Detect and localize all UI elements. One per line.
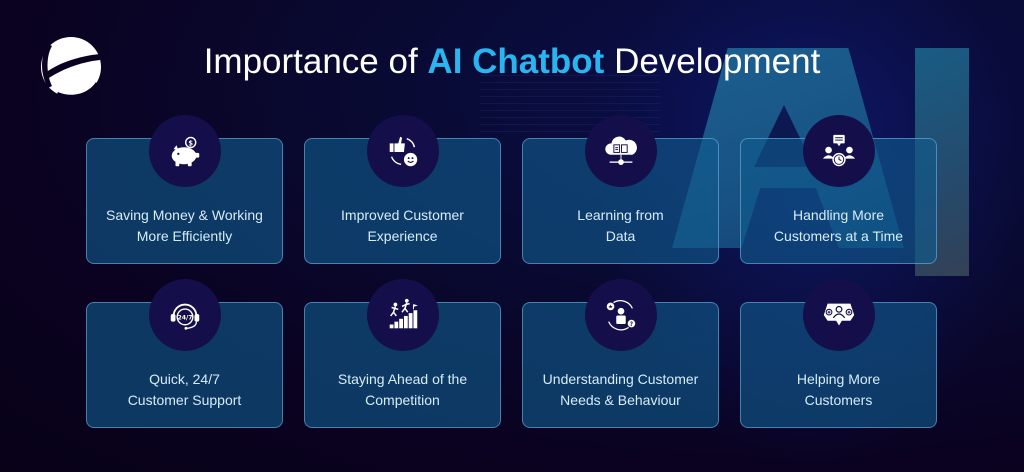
card-label-line1: Understanding Customer <box>542 371 699 387</box>
card-label: Saving Money & Working More Efficiently <box>87 205 282 247</box>
icon-circle: $ <box>149 115 221 187</box>
page-title: Importance of AI Chatbot Development <box>0 42 1024 82</box>
card-label-line2: More Efficiently <box>136 228 233 244</box>
title-accent: AI Chatbot <box>427 42 605 81</box>
brand-logo-icon <box>38 34 104 100</box>
card-label-line1: Handling More <box>792 207 885 223</box>
card-label-line2: Competition <box>365 392 440 408</box>
card-label-line2: Customers <box>804 392 873 408</box>
card-helping-more-customers: Helping More Customers <box>740 279 937 428</box>
card-label-line1: Quick, 24/7 <box>149 371 220 387</box>
svg-text:24/7: 24/7 <box>177 314 192 321</box>
card-label-line2: Data <box>605 228 636 244</box>
card-label: Quick, 24/7 Customer Support <box>87 369 282 411</box>
icon-circle <box>367 115 439 187</box>
card-saving-money: $ Saving Money & Working More Efficientl… <box>86 115 283 264</box>
card-label-line1: Improved Customer <box>341 207 464 223</box>
card-label: Handling More Customers at a Time <box>741 205 936 247</box>
icon-circle <box>803 115 875 187</box>
card-quick-support: 24/7 Quick, 24/7 Customer Support <box>86 279 283 428</box>
user-plus-speech-bubble-icon <box>823 303 855 326</box>
card-label: Helping More Customers <box>741 369 936 411</box>
card-label: Understanding Customer Needs & Behaviour <box>523 369 718 411</box>
card-label-line2: Needs & Behaviour <box>560 392 681 408</box>
card-label: Staying Ahead of the Competition <box>305 369 500 411</box>
svg-text:★: ★ <box>608 304 613 311</box>
thumbs-up-smiley-cycle-icon <box>389 136 418 167</box>
icon-circle <box>585 115 657 187</box>
card-staying-ahead: Staying Ahead of the Competition <box>304 279 501 428</box>
customer-cycle-star-question-icon: ★ ? <box>606 300 636 331</box>
card-label-line1: Staying Ahead of the <box>337 371 468 387</box>
icon-circle <box>367 279 439 351</box>
card-handling-more-customers: Handling More Customers at a Time <box>740 115 937 264</box>
users-chat-clock-icon <box>822 134 856 167</box>
headset-24-7-icon: 24/7 <box>170 303 200 330</box>
title-suffix: Development <box>604 42 821 81</box>
card-label: Learning from Data <box>523 205 718 247</box>
card-understanding-customer-needs: ★ ? Understanding Customer Needs & Behav… <box>522 279 719 428</box>
icon-circle: 24/7 <box>149 279 221 351</box>
card-label-line2: Customers at a Time <box>773 228 904 244</box>
card-customer-experience: Improved Customer Experience <box>304 115 501 264</box>
card-label-line1: Learning from <box>577 207 664 223</box>
runners-stairs-chart-icon <box>389 298 418 329</box>
svg-text:?: ? <box>630 322 633 328</box>
card-label-line2: Customer Support <box>127 392 242 408</box>
cloud-book-network-icon <box>605 136 637 165</box>
card-learning-from-data: Learning from Data <box>522 115 719 264</box>
card-label-line1: Helping More <box>796 371 881 387</box>
card-label-line1: Saving Money & Working <box>106 207 263 223</box>
card-label-line2: Experience <box>367 228 438 244</box>
title-prefix: Importance of <box>203 42 428 81</box>
icon-circle <box>803 279 875 351</box>
icon-circle: ★ ? <box>585 279 657 351</box>
svg-text:$: $ <box>188 139 193 147</box>
piggy-bank-dollar-icon: $ <box>171 136 200 167</box>
card-label: Improved Customer Experience <box>305 205 500 247</box>
